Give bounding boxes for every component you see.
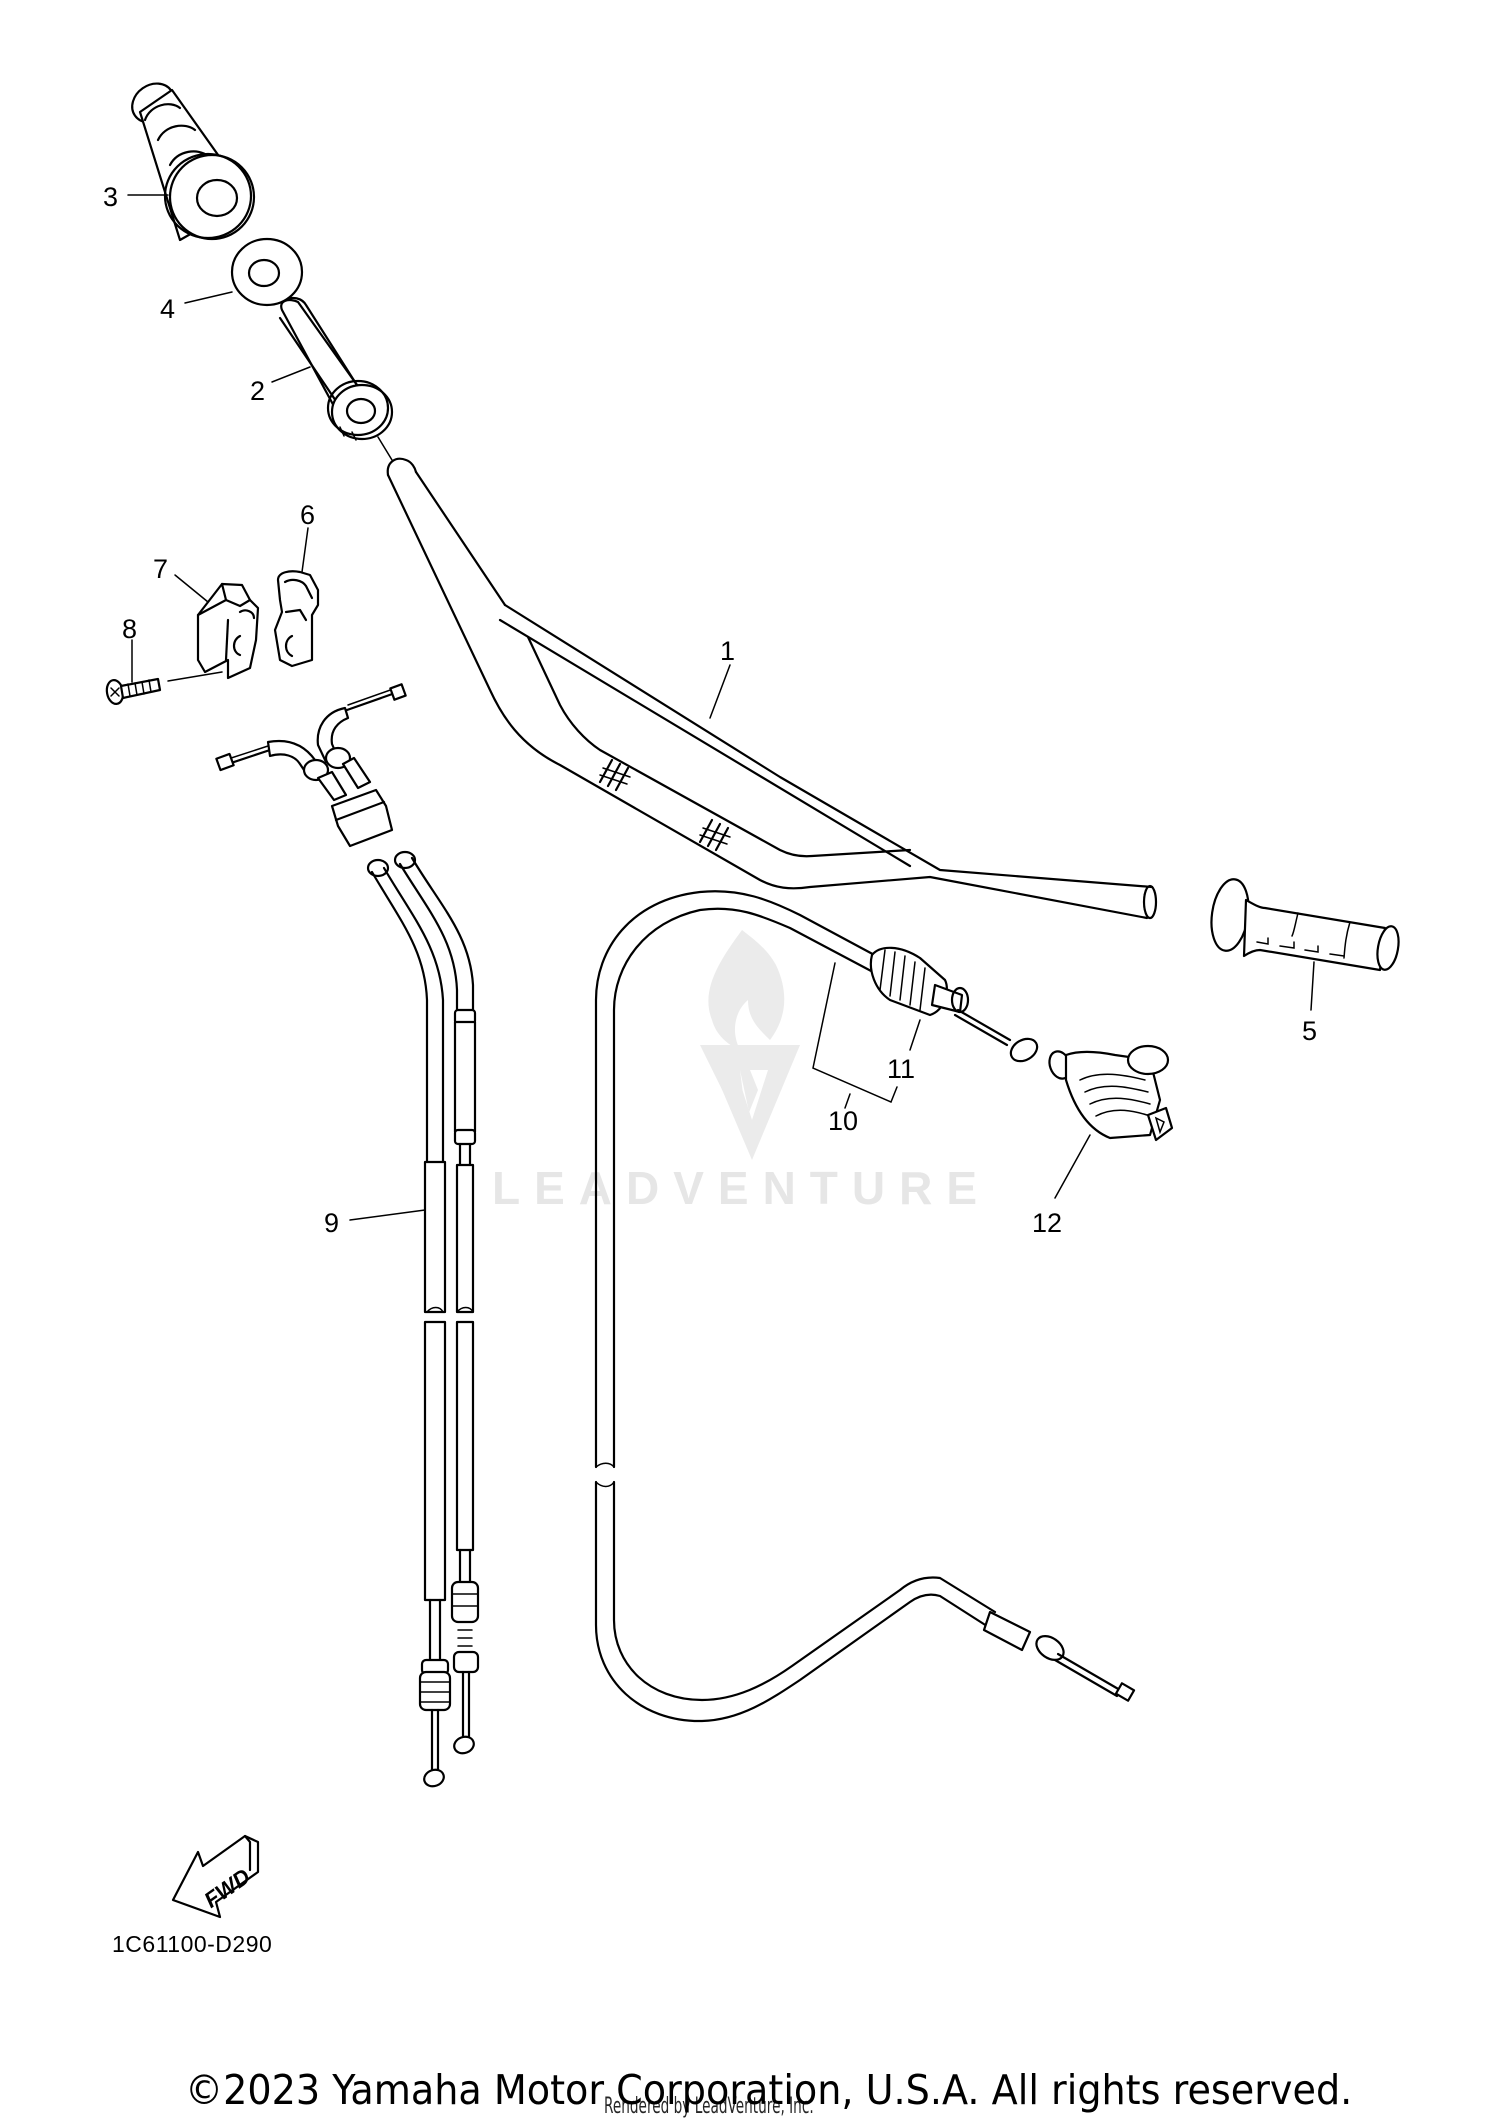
callout-10[interactable]: 10 bbox=[828, 1106, 858, 1136]
part-6-holder[interactable] bbox=[273, 570, 320, 668]
part-2-throttle-tube[interactable] bbox=[278, 296, 394, 441]
rendered-by-text: Rendered by LeadVenture, Inc. bbox=[604, 2094, 814, 2119]
part-10-clutch-cable[interactable] bbox=[594, 890, 1136, 1723]
knurl-clamp-icon bbox=[698, 818, 731, 852]
callout-7[interactable]: 7 bbox=[153, 554, 168, 584]
part-9-throttle-cables[interactable] bbox=[215, 683, 480, 1789]
knurl-clamp-icon bbox=[598, 758, 631, 792]
leader-11 bbox=[909, 1019, 921, 1051]
bracket-10 bbox=[812, 962, 898, 1103]
callout-1[interactable]: 1 bbox=[720, 636, 735, 666]
callout-8[interactable]: 8 bbox=[122, 614, 137, 644]
part-4-washer[interactable] bbox=[230, 237, 304, 307]
leader-6 bbox=[301, 527, 309, 573]
leader-9 bbox=[349, 1209, 426, 1221]
callout-6[interactable]: 6 bbox=[300, 500, 315, 530]
leader-7 bbox=[174, 574, 209, 603]
part-3-left-grip[interactable] bbox=[125, 76, 256, 242]
callout-5[interactable]: 5 bbox=[1302, 1016, 1317, 1046]
callout-9[interactable]: 9 bbox=[324, 1208, 339, 1238]
part-8-screw[interactable] bbox=[105, 677, 162, 705]
callout-3[interactable]: 3 bbox=[103, 182, 118, 212]
leader-5 bbox=[1310, 961, 1315, 1011]
part-1-handlebar[interactable] bbox=[386, 457, 1158, 920]
copyright-text: ©2023 Yamaha Motor Corporation, U.S.A. A… bbox=[185, 2066, 1353, 2114]
callout-11[interactable]: 11 bbox=[887, 1054, 915, 1084]
leader-10 bbox=[844, 1093, 851, 1109]
part-7-housing-cap[interactable] bbox=[196, 582, 260, 680]
callout-4[interactable]: 4 bbox=[160, 294, 175, 324]
assembly-line-2-1 bbox=[377, 436, 393, 461]
watermark-logo bbox=[700, 930, 800, 1160]
leader-1 bbox=[709, 664, 731, 719]
watermark-text: LEADVENTURE bbox=[492, 1162, 991, 1214]
leader-12 bbox=[1054, 1134, 1091, 1199]
assembly-line-8-7 bbox=[167, 671, 223, 682]
leader-2 bbox=[271, 366, 311, 383]
leader-4 bbox=[184, 291, 233, 304]
part-5-right-grip[interactable] bbox=[1207, 877, 1402, 972]
callout-2[interactable]: 2 bbox=[250, 376, 265, 406]
part-12-cable-boot[interactable] bbox=[1046, 1044, 1174, 1142]
callout-12[interactable]: 12 bbox=[1032, 1208, 1062, 1238]
diagram-code: 1C61100-D290 bbox=[112, 1931, 272, 1957]
fwd-arrow-icon: FWD bbox=[171, 1834, 260, 1919]
